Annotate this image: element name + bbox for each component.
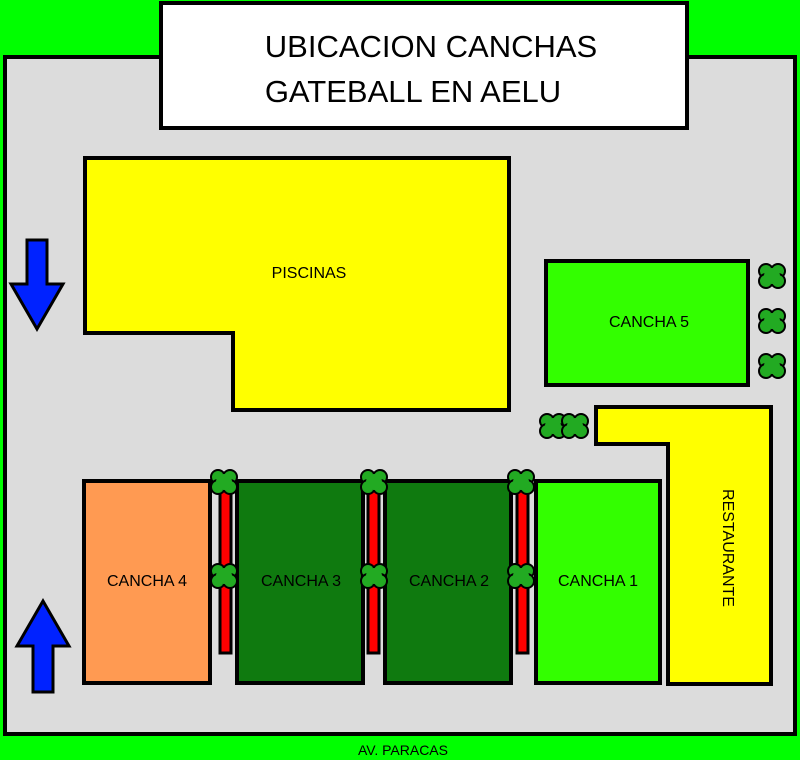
title-line-2: GATEBALL EN AELU — [265, 74, 561, 109]
title-line-1: UBICACION CANCHAS — [265, 29, 597, 64]
restaurante-label: RESTAURANTE — [719, 489, 736, 607]
arrow-down-icon — [8, 238, 66, 332]
tree-icon — [210, 469, 238, 495]
tree-icon — [561, 413, 589, 439]
restaurante-area — [594, 405, 773, 686]
tree-icon — [507, 469, 535, 495]
cancha-3 — [235, 479, 365, 685]
tree-icon — [758, 308, 786, 334]
tree-icon — [360, 563, 388, 589]
cancha-5 — [544, 259, 750, 387]
cancha-4-label: CANCHA 4 — [107, 573, 187, 590]
street-label: AV. PARACAS — [358, 742, 448, 758]
title-box — [159, 1, 689, 130]
cancha-1 — [534, 479, 662, 685]
arrow-up-icon — [14, 598, 72, 694]
cancha-1-label: CANCHA 1 — [558, 573, 638, 590]
tree-icon — [758, 353, 786, 379]
tree-icon — [507, 563, 535, 589]
tree-icon — [758, 263, 786, 289]
piscinas-label: PISCINAS — [272, 265, 347, 282]
cancha-2-label: CANCHA 2 — [409, 573, 489, 590]
cancha-3-label: CANCHA 3 — [261, 573, 341, 590]
tree-icon — [210, 563, 238, 589]
cancha-5-label: CANCHA 5 — [609, 314, 689, 331]
tree-icon — [360, 469, 388, 495]
piscinas-area — [83, 156, 511, 412]
cancha-4 — [82, 479, 212, 685]
